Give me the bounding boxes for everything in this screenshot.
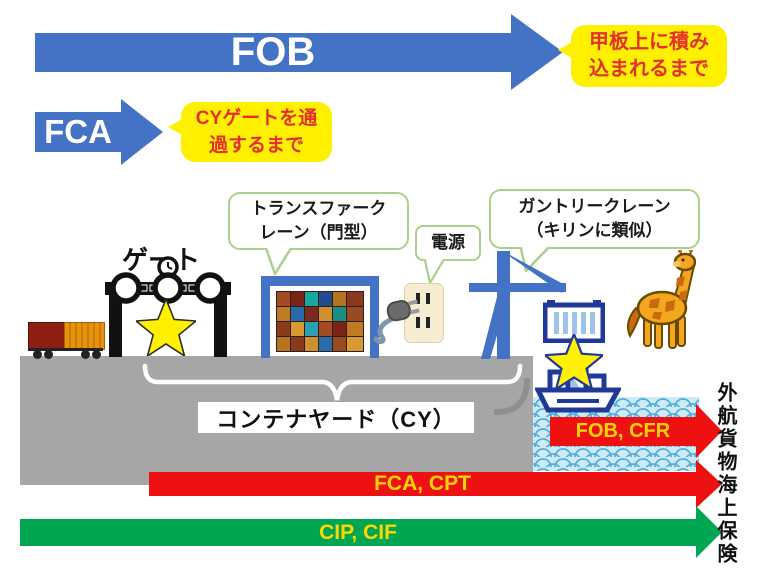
fob-note-line2: 込まれるまで	[589, 58, 709, 80]
arrow-fca-cpt-head	[696, 460, 722, 508]
container-yard-label: コンテナヤード（CY）	[198, 402, 474, 433]
fob-note-pointer	[558, 41, 574, 59]
giraffe-icon	[627, 250, 696, 349]
plug-icon	[374, 299, 420, 344]
gate-star-icon	[136, 299, 196, 356]
insurance-label: 外航貨物海上保険	[714, 382, 736, 566]
quay-edge-icon	[494, 378, 530, 415]
fob-arrow-label: FOB	[230, 30, 316, 74]
transfer-crane-note: トランスファーク レーン（門型）	[228, 192, 409, 250]
transfer-crane-note-line1: トランスファーク	[250, 199, 387, 218]
power-note: 電源	[415, 225, 481, 261]
power-note-label: 電源	[431, 233, 465, 252]
fca-arrow-label: FCA	[44, 113, 112, 150]
fca-arrow-head	[121, 99, 163, 165]
fob-arrow-head	[511, 14, 563, 90]
gantry-crane-icon	[469, 251, 566, 359]
gantry-crane-note-line2: （キリンに類似）	[526, 221, 663, 240]
arrow-fca-cpt-label: FCA, CPT	[374, 472, 471, 495]
power-note-pointer	[422, 256, 448, 284]
transfer-crane-note-line2: レーン（門型）	[259, 223, 378, 242]
arrow-fob-cfr-head	[696, 404, 722, 458]
fca-note-line1: CYゲートを通	[195, 108, 318, 129]
container-stack-icon	[276, 291, 364, 352]
fca-note-line2: 過するまで	[208, 135, 304, 156]
fca-note: CYゲートを通 過するまで	[168, 102, 332, 162]
yard-brace-icon	[142, 363, 523, 401]
fob-note: 甲板上に積み 込まれるまで	[558, 25, 727, 87]
gantry-crane-note-pointer	[518, 244, 554, 272]
fob-note-line1: 甲板上に積み	[589, 31, 709, 53]
fca-note-pointer	[168, 118, 184, 136]
arrow-fob-cfr-label: FOB, CFR	[575, 420, 671, 442]
transfer-crane-note-pointer	[263, 245, 295, 275]
gate-icon	[105, 256, 231, 357]
gantry-crane-note: ガントリークレーン （キリンに類似）	[489, 189, 700, 249]
arrow-cip-cif-head	[696, 506, 722, 558]
gantry-crane-note-line1: ガントリークレーン	[518, 197, 671, 216]
arrow-cip-cif-label: CIP, CIF	[319, 520, 397, 544]
ship-star-icon	[545, 334, 603, 389]
